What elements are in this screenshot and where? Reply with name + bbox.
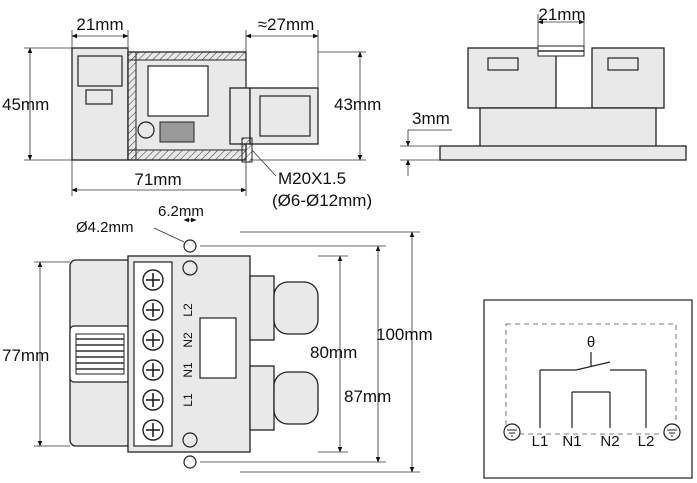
terminal-screw xyxy=(142,299,164,321)
end-dim-flange: 3mm xyxy=(412,109,450,128)
dim-77mm: 77mm xyxy=(2,346,49,365)
dim-bottom: 71mm xyxy=(134,170,181,189)
end-dim-top: 21mm xyxy=(538,5,585,24)
terminal-label: L1 xyxy=(181,393,195,407)
mounting-hole-top xyxy=(183,239,197,253)
side-view-latch xyxy=(85,89,113,105)
dim-100mm: 100mm xyxy=(376,325,433,344)
schematic-terminal-label: N1 xyxy=(562,433,581,450)
terminal-screw xyxy=(142,419,164,441)
top-view-bridge xyxy=(199,317,237,379)
schematic-frame xyxy=(483,299,693,479)
end-view: 21mm 3mm xyxy=(400,5,687,176)
side-view-screw xyxy=(137,121,155,139)
terminal-screw xyxy=(142,389,164,411)
schematic-enclosure xyxy=(505,323,677,435)
thermostat-switch xyxy=(575,361,611,371)
dim-top-left: 21mm xyxy=(76,15,123,34)
schematic-terminal-label: N2 xyxy=(600,433,619,450)
schematic-theta: θ xyxy=(587,334,595,351)
cable-range: (Ø6-Ø12mm) xyxy=(272,191,372,210)
top-view-hinge-ribs xyxy=(75,333,125,375)
mounting-hole-bottom xyxy=(183,455,197,469)
terminal-screw xyxy=(142,269,164,291)
end-view-ribs xyxy=(537,45,585,57)
side-view-left-wall xyxy=(127,51,137,161)
dim-80mm: 80mm xyxy=(310,343,357,362)
ground-icon xyxy=(663,423,681,441)
side-view-gland-body xyxy=(249,87,319,145)
dim-87mm: 87mm xyxy=(344,387,391,406)
wiring-schematic: θ L1 N1 N2 L2 xyxy=(483,299,693,479)
terminal-label: L2 xyxy=(181,303,195,317)
dim-top-right: ≈27mm xyxy=(258,15,315,34)
terminal-screws xyxy=(142,269,164,441)
dim-right: 43mm xyxy=(334,95,381,114)
terminal-label: N1 xyxy=(181,362,195,378)
schematic-terminal-label: L2 xyxy=(638,433,655,450)
gland-lower-cap xyxy=(273,371,319,425)
side-view-terminal xyxy=(159,121,195,143)
end-view-flange xyxy=(439,145,687,161)
gland-upper-nut xyxy=(249,275,275,341)
hole-dia: Ø4.2mm xyxy=(76,219,134,236)
side-view-top-wall xyxy=(127,51,247,61)
end-view-right-lid xyxy=(591,47,665,109)
side-view-cavity xyxy=(147,65,209,117)
side-view-gland-nut xyxy=(229,87,251,145)
terminal-strip xyxy=(133,261,173,447)
end-view-left-lid xyxy=(467,47,557,109)
thread-label: M20X1.5 xyxy=(278,169,346,188)
gland-upper-cap xyxy=(273,281,319,335)
thread-leader xyxy=(251,149,277,177)
terminal-label: N2 xyxy=(181,332,195,348)
gland-lower-nut xyxy=(249,365,275,431)
side-view-left-detail xyxy=(77,55,123,87)
dim-left: 45mm xyxy=(2,95,49,114)
schematic-terminals: L1 N1 N2 L2 xyxy=(503,423,681,450)
schematic-terminal-label: L1 xyxy=(532,433,549,450)
side-view: 21mm ≈27mm 45mm 43mm 71mm M20X1.5 (Ø6-Ø1… xyxy=(2,15,381,210)
side-view-thread xyxy=(241,137,253,163)
terminal-screw xyxy=(142,359,164,381)
hole-spacing: 6.2mm xyxy=(158,203,204,220)
ground-icon xyxy=(503,423,521,441)
top-view: 77mm 80mm 87mm 100mm Ø4.2mm 6.2mm L2N2N1… xyxy=(2,203,433,473)
side-view-gland-inner xyxy=(259,95,311,137)
side-view-base xyxy=(127,149,247,161)
terminal-screw xyxy=(142,329,164,351)
